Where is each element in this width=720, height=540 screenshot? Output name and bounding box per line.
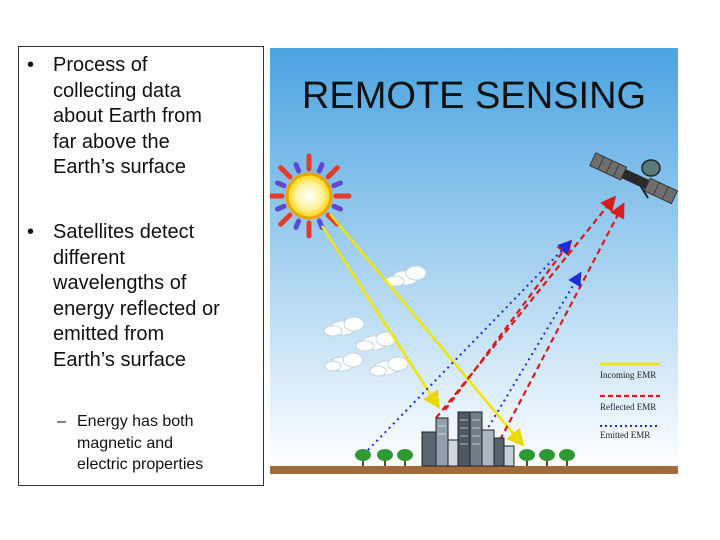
ground-strip <box>270 466 678 474</box>
city-buildings <box>421 411 515 467</box>
tree-icon <box>559 449 575 466</box>
legend: Incoming EMR Reflected EMR Emitted EMR <box>600 362 660 440</box>
tree-icon <box>397 449 413 466</box>
tree-icon <box>539 449 555 466</box>
tree-icon <box>377 449 393 466</box>
satellite-icon <box>589 152 678 205</box>
bullet-item-2: • Satellites detect different wavelength… <box>27 220 258 373</box>
cloud-icon <box>323 316 365 337</box>
sub-bullet-text: Energy has both magnetic and electric pr… <box>77 413 204 473</box>
legend-label-emitted: Emitted EMR <box>600 430 650 440</box>
sun-icon <box>270 153 352 239</box>
bullet-marker: • <box>27 54 35 76</box>
cloud-icon <box>324 352 364 372</box>
legend-label-reflected: Reflected EMR <box>600 402 656 412</box>
trees <box>355 449 575 466</box>
remote-sensing-diagram: REMOTE SENSING <box>270 48 678 474</box>
incoming-emr-rays <box>320 213 525 447</box>
tree-icon <box>519 449 535 466</box>
bullet-item-1: • Process of collecting data about Earth… <box>27 53 258 181</box>
sub-bullet-marker: – <box>57 413 66 430</box>
emitted-emr-rays <box>367 239 582 459</box>
diagram-title: REMOTE SENSING <box>302 75 646 117</box>
bullet-text: Satellites detect different wavelengths … <box>53 221 220 371</box>
legend-label-incoming: Incoming EMR <box>600 370 656 380</box>
bullet-text: Process of collecting data about Earth f… <box>53 54 202 178</box>
cloud-icon <box>369 356 409 377</box>
sub-bullet-item: – Energy has both magnetic and electric … <box>57 411 262 476</box>
tree-icon <box>355 449 371 466</box>
bullet-marker: • <box>27 221 35 243</box>
reflected-emr-rays <box>435 195 625 441</box>
text-panel: • Process of collecting data about Earth… <box>18 46 264 486</box>
sky-background <box>270 48 678 468</box>
cloud-icon <box>385 265 427 287</box>
clouds <box>323 265 427 377</box>
cloud-icon <box>355 331 397 352</box>
